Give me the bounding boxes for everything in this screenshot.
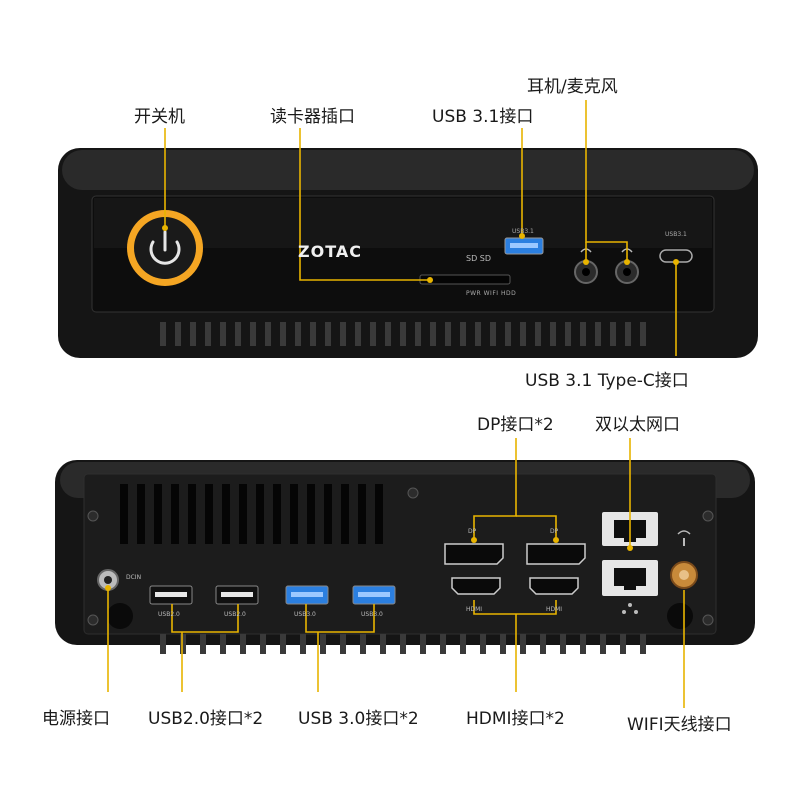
front-usb31-port[interactable]: [504, 237, 544, 255]
rear-chassis: [55, 460, 755, 654]
label-ethernet: 双以太网口: [595, 415, 680, 435]
label-wifi-antenna: WIFI天线接口: [627, 715, 732, 735]
hdmi-port-2[interactable]: [529, 577, 579, 595]
label-usb30: USB 3.0接口*2: [298, 709, 419, 729]
front-usb-tag: USB3.1: [512, 228, 534, 235]
label-usb20: USB2.0接口*2: [148, 709, 264, 729]
rear-usb20-port-1[interactable]: [149, 585, 193, 605]
brand-logo: ZOTAC: [298, 242, 362, 261]
hdmi-tag-1: HDMI: [466, 606, 483, 613]
front-chassis: [58, 148, 758, 358]
dcin-tag: DCIN: [126, 574, 142, 581]
displayport-2[interactable]: [526, 543, 586, 565]
dp-tag-1: DP: [468, 528, 477, 535]
label-hdmi: HDMI接口*2: [466, 709, 565, 729]
label-power-button: 开关机: [134, 107, 185, 127]
network-icon: [622, 603, 638, 614]
usb-tag-4: USB3.0: [361, 611, 383, 618]
usb-tag-1: USB2.0: [158, 611, 180, 618]
label-power-input: 电源接口: [42, 709, 110, 729]
usb-tag-2: USB2.0: [224, 611, 246, 618]
sd-card-mark: SD SD: [466, 254, 492, 263]
usb-tag-3: USB3.0: [294, 611, 316, 618]
label-usb31-typec: USB 3.1 Type-C接口: [525, 371, 689, 391]
label-card-reader: 读卡器插口: [270, 107, 355, 127]
hdmi-tag-2: HDMI: [546, 606, 563, 613]
label-usb31: USB 3.1接口: [432, 107, 534, 127]
card-reader-slot[interactable]: [419, 274, 511, 285]
wifi-antenna-connector[interactable]: [670, 561, 698, 589]
power-button[interactable]: [127, 210, 203, 286]
label-displayport: DP接口*2: [477, 415, 554, 435]
rear-usb30-port-1[interactable]: [285, 585, 329, 605]
led-indicator-labels: PWR WIFI HDD: [466, 290, 517, 297]
wifi-antenna-icon: [677, 530, 691, 546]
dp-tag-2: DP: [550, 528, 559, 535]
rear-usb20-port-2[interactable]: [215, 585, 259, 605]
ethernet-port-2[interactable]: [602, 560, 658, 596]
leader-dots: [105, 225, 679, 591]
rear-usb30-port-2[interactable]: [352, 585, 396, 605]
typec-tag: USB3.1: [665, 231, 687, 238]
hdmi-port-1[interactable]: [451, 577, 501, 595]
displayport-1[interactable]: [444, 543, 504, 565]
microphone-jack[interactable]: [615, 260, 639, 284]
leader-lines: [107, 100, 685, 708]
label-audio: 耳机/麦克风: [527, 77, 618, 97]
headphone-jack[interactable]: [574, 260, 598, 284]
